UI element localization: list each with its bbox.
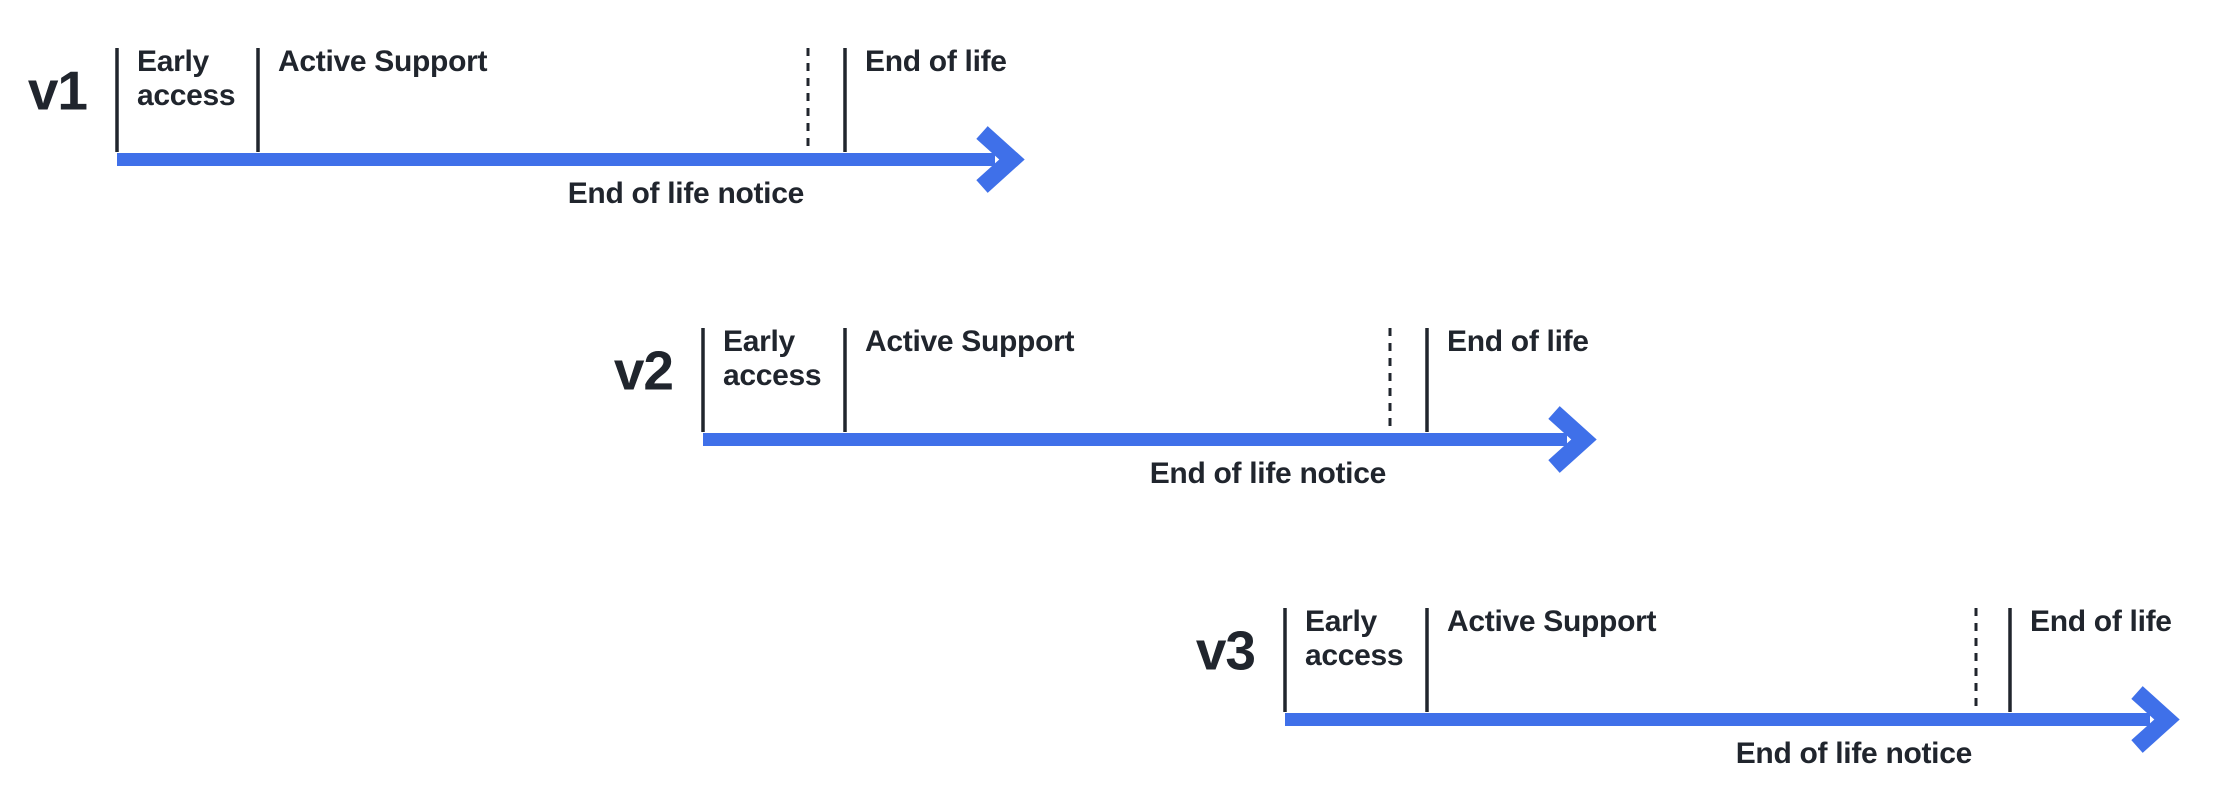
version-label-v1: v1	[27, 59, 88, 122]
timeline-arrow-head-v1	[976, 126, 1025, 193]
version-label-v3: v3	[1195, 619, 1256, 682]
early-access-label: Early access	[723, 325, 822, 392]
end-of-life-label: End of life	[865, 45, 1007, 78]
end-of-life-label: End of life	[2030, 605, 2172, 638]
early-access-label: Early access	[1305, 605, 1404, 672]
end-of-life-notice-label: End of life notice	[1149, 457, 1387, 490]
end-of-life-notice-label: End of life notice	[1735, 737, 1973, 770]
end-of-life-label: End of life	[1447, 325, 1589, 358]
version-label-v2: v2	[613, 339, 674, 402]
active-support-label: Active Support	[1447, 605, 1657, 638]
early-access-label: Early access	[137, 45, 236, 112]
active-support-label: Active Support	[865, 325, 1075, 358]
end-of-life-notice-label: End of life notice	[567, 177, 805, 210]
timeline-arrow-head-v3	[2131, 686, 2180, 753]
timeline-arrow-head-v2	[1548, 406, 1597, 473]
active-support-label: Active Support	[278, 45, 488, 78]
